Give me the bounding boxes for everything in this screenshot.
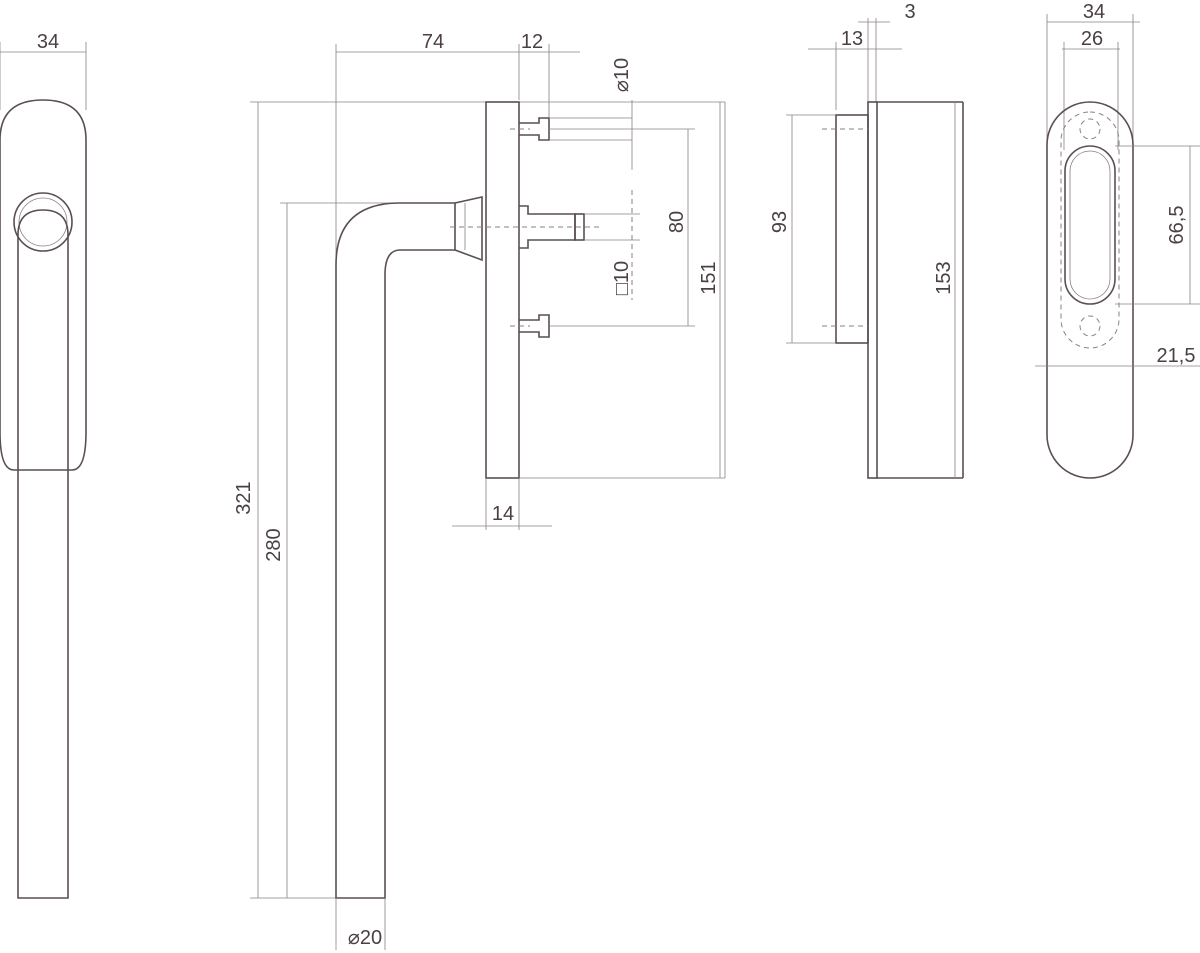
- rosette-front-view: 34 26 66,5 21,5: [1035, 1, 1200, 479]
- dim-66-5: 66,5: [1166, 206, 1188, 245]
- dim-front-width: 34: [37, 31, 59, 53]
- rosette-plate: [867, 101, 878, 479]
- dim-12: 12: [521, 31, 543, 53]
- screw-hole-bottom: [1079, 315, 1101, 337]
- dim-grip-diameter: ⌀20: [348, 927, 382, 949]
- dim-153: 153: [933, 261, 955, 294]
- front-lever: [17, 209, 69, 899]
- rosette-side-view: 13 3 93 153: [769, 1, 964, 479]
- dim-3: 3: [904, 1, 915, 23]
- dim-321: 321: [233, 481, 255, 514]
- dim-151: 151: [698, 261, 720, 294]
- front-view: 34: [0, 31, 87, 899]
- side-lever: [335, 202, 456, 899]
- dim-80: 80: [666, 211, 688, 233]
- dim-74: 74: [422, 31, 444, 53]
- dim-spindle-diameter: ⌀10: [611, 58, 633, 92]
- dim-280: 280: [263, 528, 285, 561]
- rosette-recess: [1060, 111, 1120, 349]
- screw-hole-top: [1079, 118, 1101, 140]
- rosette-plate-outline: [1046, 101, 1134, 479]
- side-view: 74 12 321 280 ⌀10 □10: [233, 31, 726, 950]
- dim-plate-width: 34: [1083, 1, 1105, 23]
- dim-26: 26: [1081, 28, 1103, 50]
- front-neck-circle: [13, 192, 73, 252]
- dim-13: 13: [841, 28, 863, 50]
- dim-93: 93: [769, 211, 791, 233]
- dim-21-5: 21,5: [1157, 345, 1196, 367]
- side-rose-plate: [485, 101, 520, 479]
- dim-14: 14: [492, 503, 514, 525]
- rosette-body: [835, 114, 869, 344]
- dim-square-spindle: □10: [611, 261, 633, 295]
- rosette-slot: [1064, 145, 1116, 305]
- front-rose-outline: [0, 99, 87, 471]
- side-neck: [454, 196, 483, 262]
- square-spindle: [519, 205, 576, 249]
